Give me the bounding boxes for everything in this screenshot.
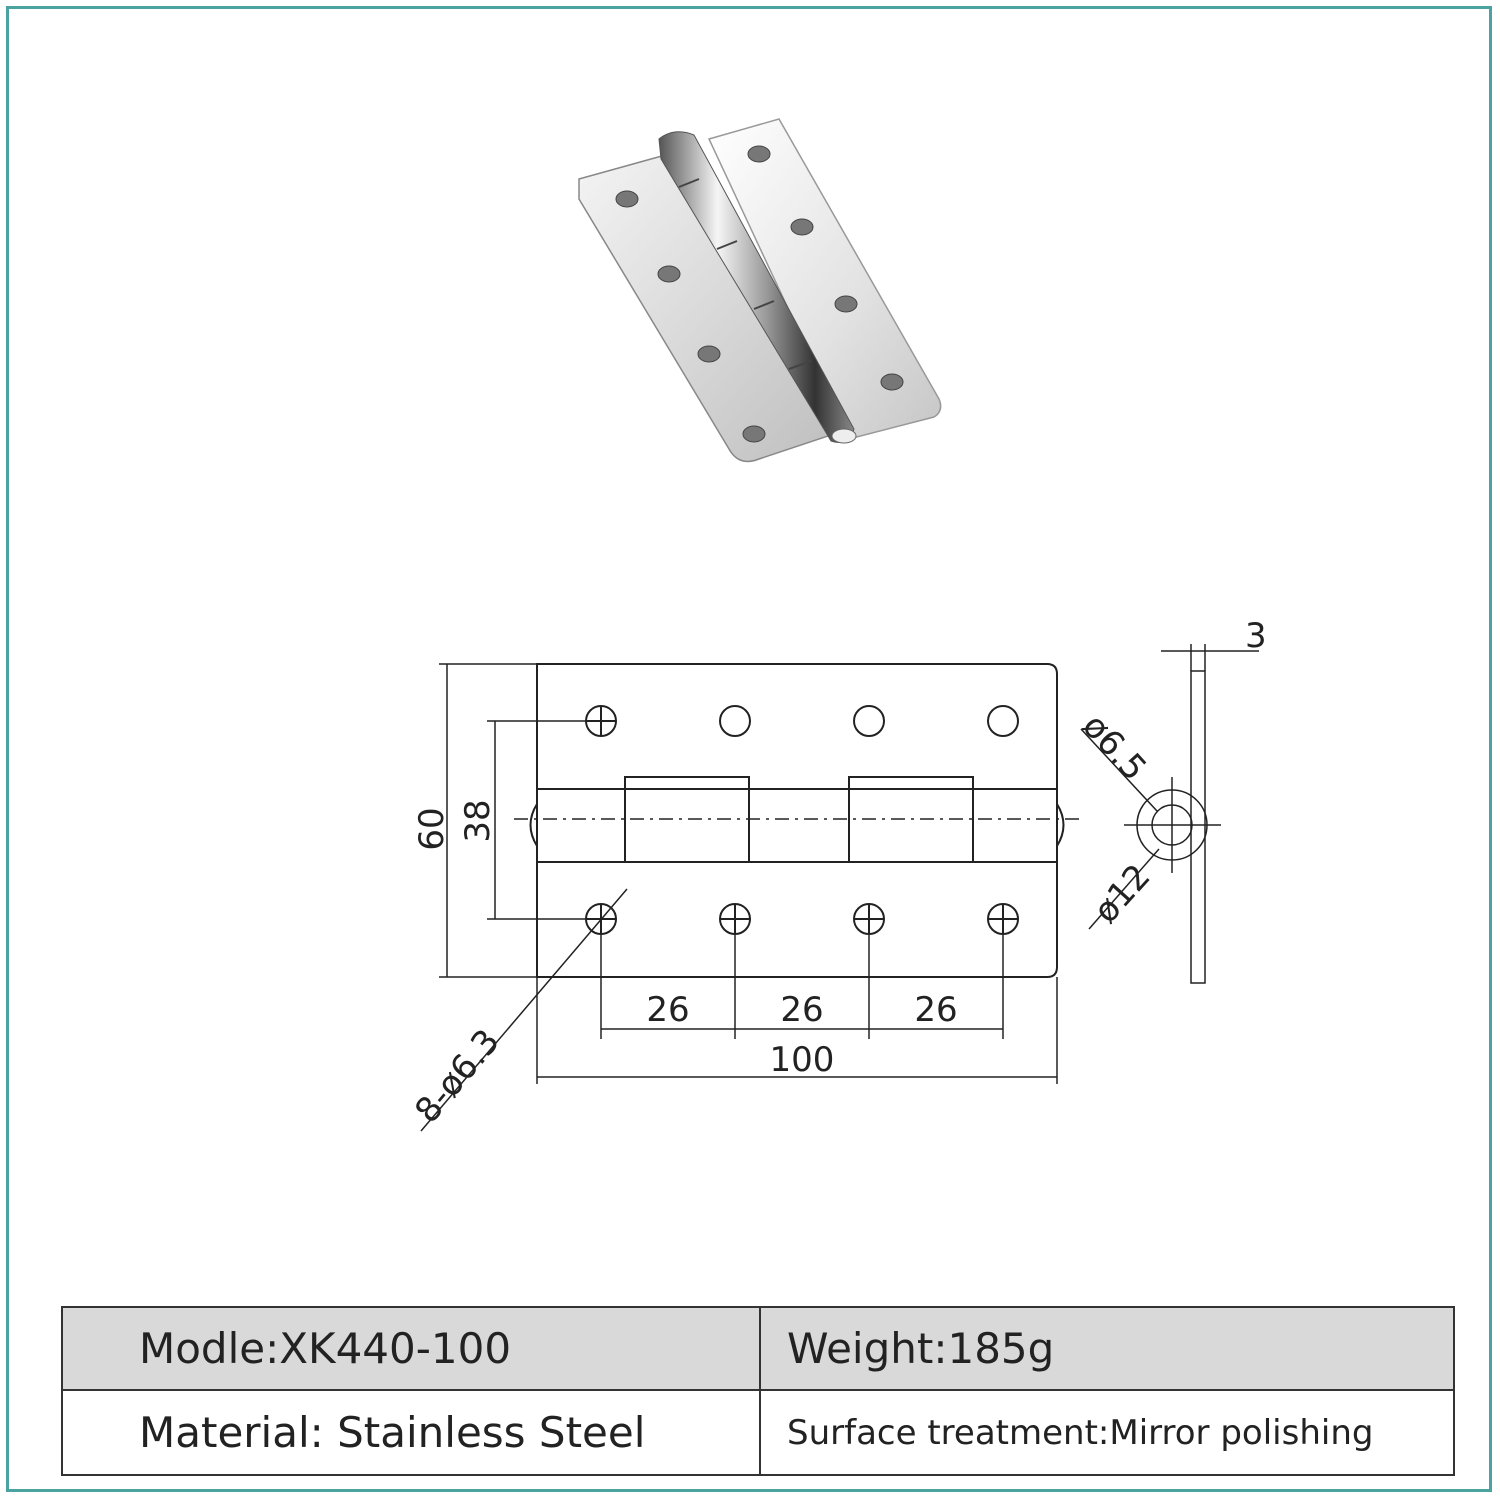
- dim-spacing-3: 26: [914, 990, 957, 1030]
- hinge-photo: [578, 118, 942, 463]
- spec-surface: Surface treatment:Mirror polishing: [759, 1391, 1453, 1474]
- product-frame: 60 38 26 26 26 100 3 ø6.5 ø12 8-ø6.3 Mod…: [6, 6, 1492, 1492]
- dim-height-total: 60: [412, 807, 452, 850]
- dim-width-total: 100: [770, 1040, 835, 1080]
- dim-height-holes: 38: [458, 799, 498, 842]
- technical-drawing: 60 38 26 26 26 100 3 ø6.5 ø12 8-ø6.3: [407, 616, 1267, 1132]
- spec-model: Modle:XK440-100: [63, 1308, 759, 1391]
- spec-table: Modle:XK440-100 Weight:185g Material: St…: [61, 1306, 1455, 1476]
- dim-holes: 8-ø6.3: [407, 1022, 508, 1131]
- dim-thickness: 3: [1245, 616, 1267, 656]
- dim-spacing-2: 26: [780, 990, 823, 1030]
- spec-weight: Weight:185g: [759, 1308, 1453, 1391]
- dim-spacing-1: 26: [646, 990, 689, 1030]
- dim-pin-hole: ø6.5: [1074, 706, 1154, 788]
- spec-material: Material: Stainless Steel: [63, 1391, 759, 1474]
